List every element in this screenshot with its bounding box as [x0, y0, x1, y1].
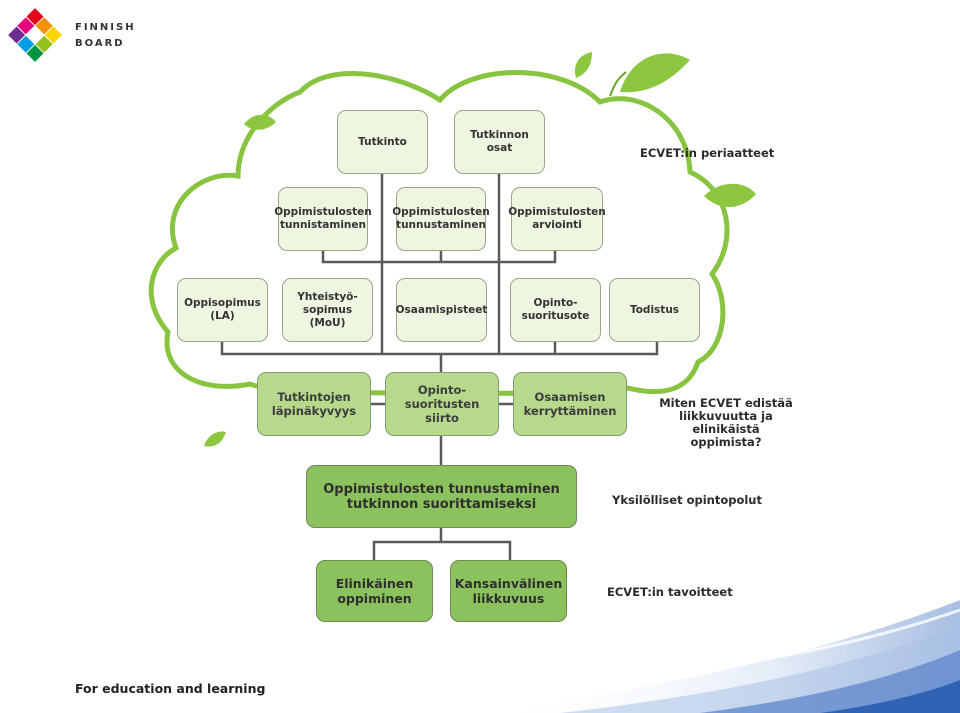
leaf-icon [609, 71, 627, 97]
leaf-icon [574, 52, 592, 78]
label-principles: ECVET:in periaatteet [640, 146, 775, 160]
leaf-icon [204, 431, 226, 447]
box-tunnustaminen: Oppimistulosten tunnustaminen [392, 187, 490, 251]
box-yhteistyosopimus: Yhteistyö- sopimus (MoU) [282, 278, 373, 342]
box-kerryttaminen: Osaamisen kerryttäminen [513, 372, 627, 436]
box-siirto: Opinto- suoritusten siirto [385, 372, 499, 436]
box-opintosuoritusote: Opinto- suoritusote [510, 278, 601, 342]
box-todistus: Todistus [609, 278, 700, 342]
finnish-board-logo [8, 8, 62, 62]
leaf-decorations [204, 52, 756, 447]
footer-tagline: For education and learning [75, 681, 266, 696]
brand-line-1: FINNISH [75, 22, 136, 33]
box-kansainvalinen-liikkuvuus: Kansainvälinen liikkuvuus [450, 560, 567, 622]
box-tunnistaminen: Oppimistulosten tunnistaminen [274, 187, 372, 251]
leaf-icon [244, 114, 276, 130]
label-question: Miten ECVET edistää liikkuvuutta ja elin… [659, 396, 793, 449]
box-elinikainen-oppiminen: Elinikäinen oppiminen [316, 560, 433, 622]
leaf-icon [704, 183, 756, 208]
box-oppisopimus: Oppisopimus (LA) [177, 278, 268, 342]
brand-line-2: BOARD [75, 38, 125, 49]
label-paths: Yksilölliset opintopolut [612, 493, 762, 507]
corner-waves [480, 600, 960, 713]
box-arviointi: Oppimistulosten arviointi [508, 187, 606, 251]
connector-lines [220, 173, 659, 560]
box-tutkinto: Tutkinto [337, 110, 428, 174]
box-lapinakyvyys: Tutkintojen läpinäkyvyys [257, 372, 371, 436]
box-tunnustaminen-tutkinto: Oppimistulosten tunnustaminen tutkinnon … [306, 465, 577, 528]
label-goals: ECVET:in tavoitteet [607, 585, 733, 599]
leaf-icon [620, 53, 690, 93]
box-tutkinnon-osat: Tutkinnon osat [454, 110, 545, 174]
box-osaamispisteet: Osaamispisteet [396, 278, 487, 342]
